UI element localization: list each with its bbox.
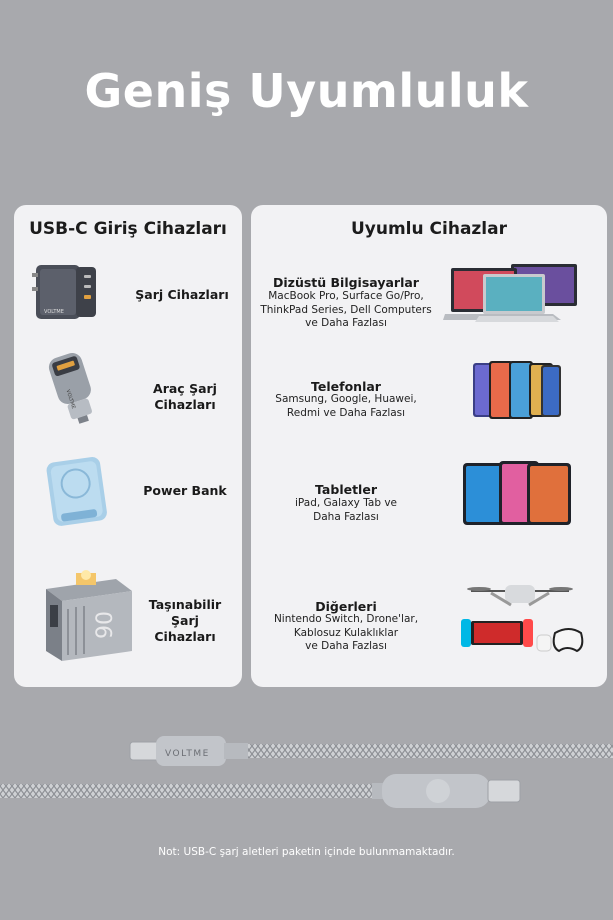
item-label-chargers: Şarj Cihazları	[135, 287, 229, 302]
device-desc-laptops: MacBook Pro, Surface Go/Pro, ThinkPad Se…	[260, 290, 432, 329]
device-desc-others: Nintendo Switch, Drone'lar, Kablosuz Kul…	[273, 613, 419, 652]
cable-brand-text: VOLTME	[165, 749, 210, 759]
tablets-image	[463, 461, 571, 525]
laptops-image	[443, 264, 577, 322]
compatible-devices-card: Uyumlu Cihazlar Dizüstü Bilgisayarlar Ma…	[251, 205, 607, 687]
power-bank-image	[46, 457, 107, 526]
device-title-phones: Telefonlar	[311, 379, 381, 394]
item-label-power-bank: Power Bank	[143, 483, 227, 498]
device-title-others: Diğerleri	[315, 599, 377, 614]
compatible-devices-title: Uyumlu Cihazlar	[350, 219, 507, 239]
item-label-portable-chargers: Taşınabilir Şarj Cihazları	[148, 597, 222, 644]
svg-text:VOLTME: VOLTME	[44, 309, 64, 315]
phones-image	[473, 361, 561, 419]
car-charger-image: VOLTME	[48, 353, 92, 424]
device-title-tablets: Tabletler	[315, 482, 377, 497]
wall-charger-image: VOLTME	[32, 265, 96, 319]
svg-text:VOLTME: VOLTME	[64, 389, 76, 410]
note-text: Not: USB-C şarj aletleri paketin içinde …	[158, 846, 455, 858]
page-title: Geniş Uyumluluk	[84, 64, 529, 118]
usb-c-cable-image: VOLTME	[0, 736, 613, 808]
device-desc-phones: Samsung, Google, Huawei, Redmi ve Daha F…	[275, 393, 417, 419]
input-devices-title: USB-C Giriş Cihazları	[29, 219, 227, 239]
item-label-car-chargers: Araç Şarj Cihazları	[153, 381, 217, 412]
others-image	[461, 585, 584, 653]
svg-text:90: 90	[93, 611, 118, 639]
device-title-laptops: Dizüstü Bilgisayarlar	[273, 275, 419, 290]
portable-charger-image: 90	[46, 570, 132, 661]
device-desc-tablets: iPad, Galaxy Tab ve Daha Fazlası	[294, 497, 398, 523]
input-devices-card: USB-C Giriş Cihazları VOLTME Şarj Cihazl…	[14, 205, 242, 687]
